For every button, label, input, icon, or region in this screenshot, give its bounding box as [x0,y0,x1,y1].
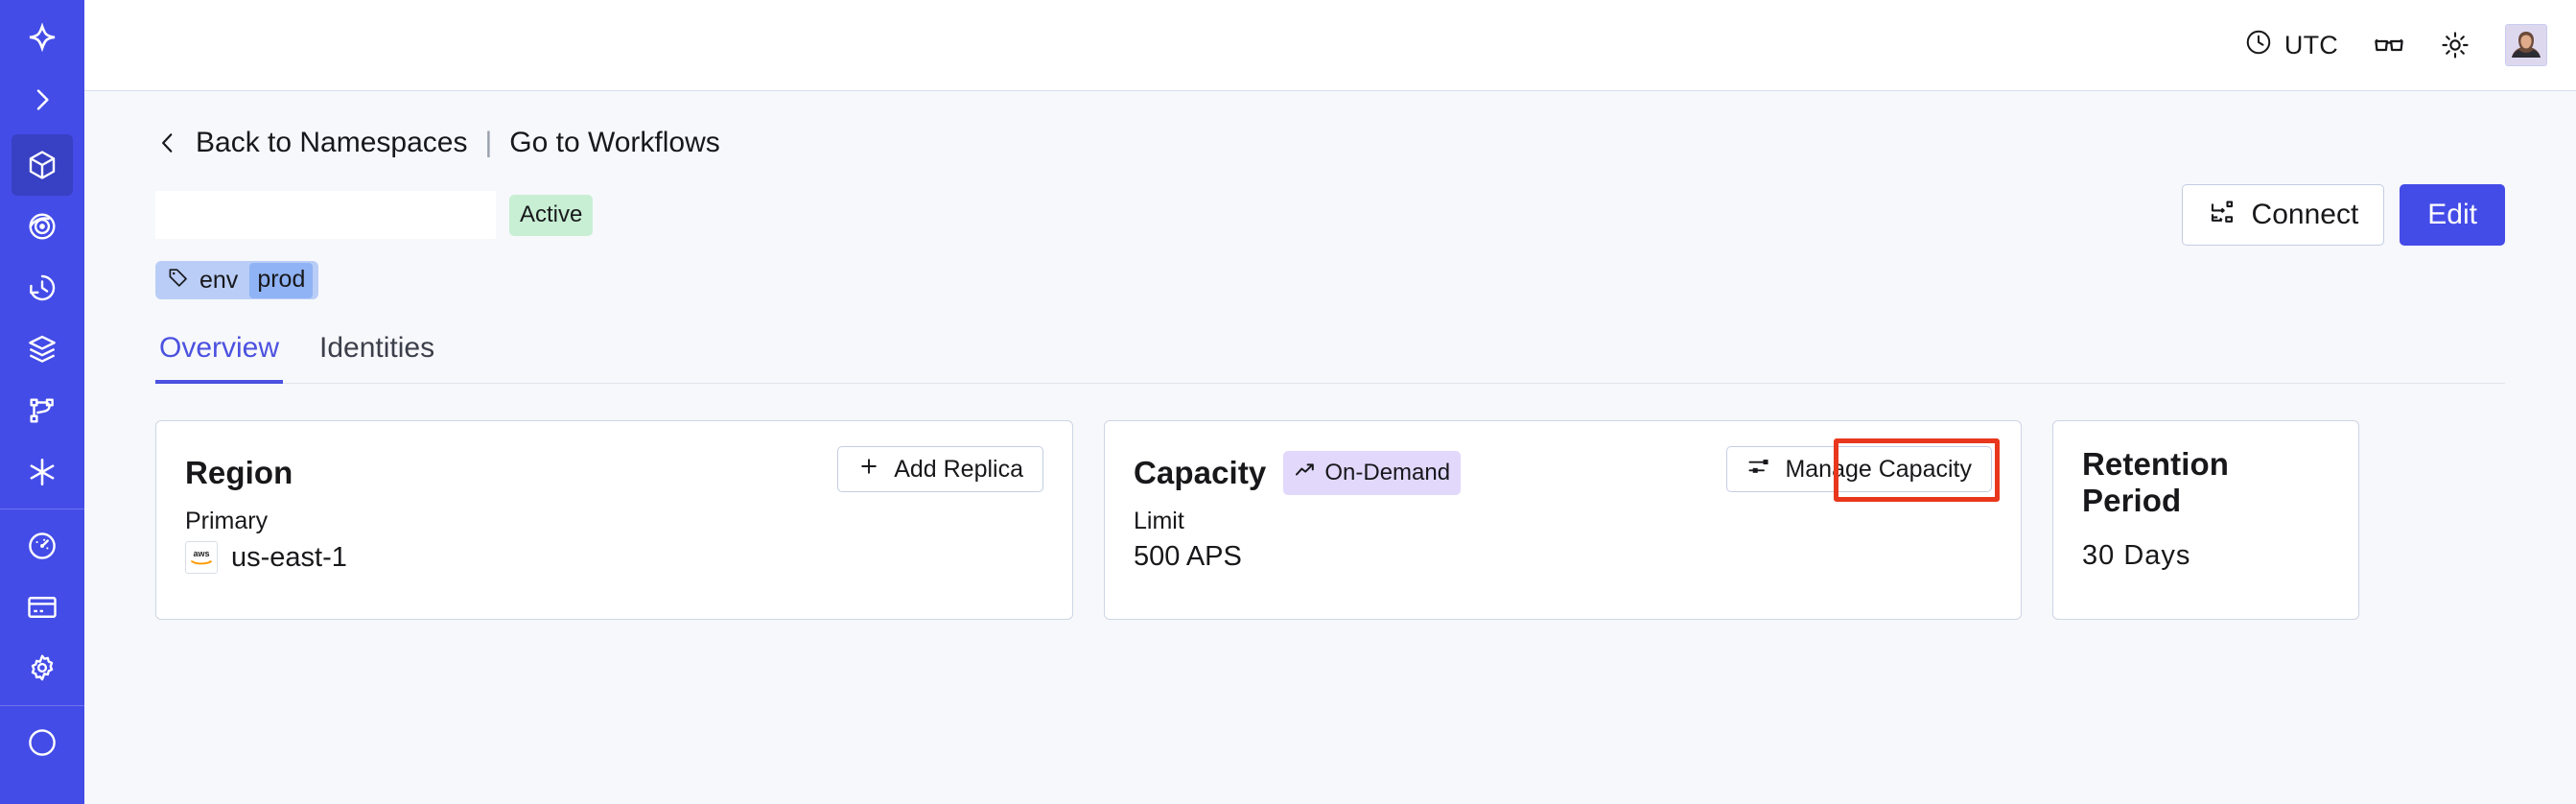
capacity-card-head: Capacity On-Demand [1134,446,1992,500]
region-primary-value-row: aws us-east-1 [185,541,1043,574]
help-icon [25,725,59,760]
region-card-title: Region [185,455,293,490]
breadcrumb-separator: | [484,127,493,158]
sidebar-item-nexus[interactable] [12,441,73,503]
page-title [155,191,496,239]
capacity-mode-label: On-Demand [1324,459,1451,485]
tag-value: prod [249,262,314,298]
sidebar-divider-bottom [0,705,84,706]
sidebar-item-observability[interactable] [12,196,73,257]
git-branch-icon [26,394,59,427]
temporal-logo-icon [23,19,61,58]
add-replica-label: Add Replica [894,455,1023,483]
trending-up-icon [1294,459,1317,486]
sidebar-divider-top [0,508,84,509]
clock-rewind-icon [25,271,59,305]
credit-card-icon [25,590,59,625]
tab-bar: Overview Identities [155,334,2505,384]
region-card: Region Add Replica Primary [155,420,1073,620]
retention-value: 30 Days [2082,540,2191,571]
asterisk-icon [25,455,59,489]
breadcrumb: Back to Namespaces | Go to Workflows [155,91,2505,159]
manage-capacity-label: Manage Capacity [1785,455,1972,483]
manage-capacity-button[interactable]: Manage Capacity [1726,438,2000,502]
tag-chip-env[interactable]: env prod [155,261,319,299]
sidebar-item-usage[interactable] [12,515,73,577]
capacity-card: Capacity On-Demand [1104,420,2022,620]
capacity-mode-badge: On-Demand [1283,451,1462,495]
main-panel: Back to Namespaces | Go to Workflows Act… [84,91,2576,804]
retention-card-title: Retention Period [2082,446,2230,518]
timezone-selector[interactable]: UTC [2244,28,2338,63]
avatar[interactable] [2505,24,2547,66]
tab-overview[interactable]: Overview [155,334,284,384]
glasses-icon[interactable] [2373,29,2405,61]
top-bar: UTC [84,0,2576,91]
sidebar-item-schedules[interactable] [12,257,73,319]
breadcrumb-workflows-link[interactable]: Go to Workflows [509,127,720,158]
content-area: UTC [84,0,2576,804]
aws-logo: aws [185,541,218,574]
connect-icon [2208,198,2236,232]
capacity-limit-label: Limit [1134,508,1184,534]
retention-card: Retention Period 30 Days [2052,420,2359,620]
region-primary-label: Primary [185,508,269,534]
timezone-label: UTC [2283,30,2338,59]
namespace-title-row: Active Connect [155,184,2505,246]
sliders-icon [1746,454,1771,485]
layers-icon [25,332,59,367]
sidebar-item-batch[interactable] [12,319,73,380]
sidebar [0,0,84,804]
tag-icon [167,266,190,296]
breadcrumb-back-link[interactable]: Back to Namespaces [196,127,468,158]
sidebar-item-settings[interactable] [12,638,73,699]
clock-icon [2244,28,2273,63]
region-primary-value: us-east-1 [231,541,347,573]
capacity-card-title: Capacity [1134,455,1267,490]
eye-spiral-icon [25,209,59,244]
sun-icon[interactable] [2440,30,2471,60]
plus-icon [857,455,880,485]
capacity-limit-value: 500 APS [1134,541,1242,572]
connect-label: Connect [2251,199,2359,230]
cube-icon [25,148,59,182]
chevron-left-icon[interactable] [155,129,180,157]
retention-card-head: Retention Period [2082,446,2330,519]
namespace-tags: env prod [155,261,2505,299]
region-card-head: Region [185,446,1043,500]
sidebar-item-billing[interactable] [12,577,73,638]
chevron-right-icon [27,84,58,115]
overview-cards: Region Add Replica Primary [155,420,2505,620]
tag-key: env [199,266,239,294]
add-replica-button[interactable]: Add Replica [837,446,1043,492]
tab-identities[interactable]: Identities [319,332,435,364]
edit-button[interactable]: Edit [2400,184,2505,246]
status-badge: Active [509,194,594,236]
svg-text:aws: aws [193,549,209,558]
sidebar-item-expand[interactable] [12,69,73,130]
edit-label: Edit [2427,199,2477,230]
sidebar-item-logo[interactable] [12,8,73,69]
sidebar-item-workflows[interactable] [12,380,73,441]
sidebar-item-namespaces[interactable] [12,134,73,196]
gauge-icon [25,529,59,563]
connect-button[interactable]: Connect [2181,184,2385,246]
sidebar-item-help[interactable] [12,712,73,773]
gear-icon [25,651,59,686]
